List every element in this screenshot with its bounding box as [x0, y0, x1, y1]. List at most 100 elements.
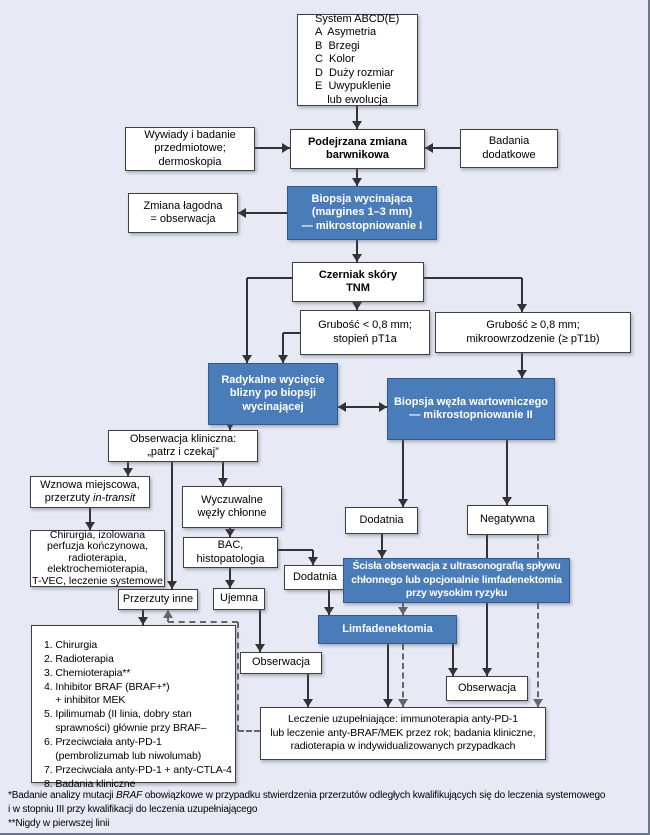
connector-arrowhead: [324, 607, 334, 615]
connector-arrowhead: [425, 143, 433, 153]
connector-arrowhead: [517, 304, 527, 312]
node-wywiady-label: Wywiady i badanie przedmiotowe; dermosko…: [144, 128, 236, 168]
node-biopsja-wezla-label: Biopsja węzła wartowniczego — mikrostopn…: [393, 395, 549, 421]
connector-arrowhead: [303, 699, 313, 707]
node-bac-histopatologia-label: BAC, histopatologia: [196, 539, 265, 565]
treatment-list-item-2: 2. Radioterapia: [44, 652, 114, 665]
connector-arrowhead: [85, 522, 95, 530]
connector-line: [246, 278, 248, 363]
node-grubosc-ge08-label: Grubość ≥ 0,8 mm; mikroowrzodzenie (≥ pT…: [466, 319, 600, 345]
connector-arrowhead: [225, 529, 235, 537]
connector-arrowhead: [398, 699, 408, 707]
footnote-1-suffix: obowiązkowe w przypadku stwierdzenia prz…: [142, 790, 606, 801]
node-przerzuty-inne-label: Przerzuty inne: [122, 592, 194, 605]
node-negatywna-snb: Negatywna: [467, 505, 548, 535]
connector-line: [307, 674, 309, 707]
node-system-abcde-label: System ABCD(E) A Asymetria B Brzegi C Ko…: [315, 13, 400, 106]
connector-arrowhead: [383, 699, 393, 707]
connector-dashed-line: [537, 603, 539, 707]
connector-arrowhead: [352, 178, 362, 186]
connector-line: [506, 440, 508, 505]
node-ujemna-bac-label: Ujemna: [220, 592, 258, 605]
node-czerniak-tnm-label: Czerniak skóry TNM: [318, 268, 398, 294]
node-badania-dodatkowe-label: Badania dodatkowe: [482, 135, 536, 161]
treatment-list-item-4: 4. Inhibitor BRAF (BRAF+*) + inhibitor M…: [44, 680, 170, 707]
connector-arrowhead: [398, 607, 408, 615]
footnote-1-prefix: *Badanie analizy mutacji: [8, 790, 116, 801]
connector-dashed-line: [168, 621, 238, 623]
connector-arrowhead: [448, 668, 458, 676]
connector-line: [381, 534, 383, 558]
connector-line: [171, 462, 173, 589]
connector-line: [356, 168, 358, 186]
node-badania-dodatkowe: Badania dodatkowe: [460, 129, 558, 168]
connector-arrowhead: [218, 478, 228, 486]
connector-line: [278, 549, 313, 551]
connector-arrowhead: [517, 370, 527, 378]
node-biopsja-wycinajaca: Biopsja wycinająca (margines 1–3 mm) — m…: [287, 186, 437, 240]
node-obserwacja-kliniczna-label: Obserwacja kliniczna: „patrz i czekaj”: [129, 432, 237, 458]
connector-line: [282, 333, 284, 363]
node-biopsja-wezla: Biopsja węzła wartowniczego — mikrostopn…: [387, 378, 555, 440]
node-biopsja-wycinajaca-label: Biopsja wycinająca (margines 1–3 mm) — m…: [301, 192, 423, 232]
node-zmiana-lagodna: Zmiana łagodna = obserwacja: [128, 193, 238, 233]
node-obserwacja-kliniczna: Obserwacja kliniczna: „patrz i czekaj”: [108, 430, 258, 462]
node-dodatnia-snb-label: Dodatnia: [359, 513, 404, 526]
node-wyczuwalne-wezly: Wyczuwalne węzły chłonne: [182, 486, 282, 528]
connector-line: [259, 610, 261, 652]
connector-arrowhead: [225, 580, 235, 588]
node-wyczuwalne-wezly-label: Wyczuwalne węzły chłonne: [197, 493, 267, 519]
node-chirurgia-perfuzja: Chirurgia, izolowana perfuzja kończynowa…: [30, 528, 165, 587]
node-obserwacja-po-ujemnej-label: Obserwacja: [251, 656, 311, 669]
footnote-line-3: **Nigdy w pierwszej linii: [8, 817, 110, 829]
connector-line: [338, 406, 387, 408]
node-czerniak-tnm: Czerniak skóry TNM: [292, 262, 424, 302]
connector-arrowhead: [352, 121, 362, 129]
connector-line: [521, 278, 523, 312]
wznowa-line2-prefix: przerzuty: [44, 492, 94, 504]
connector-arrowhead: [482, 668, 492, 676]
connector-arrowhead: [377, 550, 387, 558]
treatment-list-item-1: 1. Chirurgia: [44, 639, 98, 651]
connector-line: [255, 147, 290, 149]
node-ujemna-bac: Ujemna: [213, 588, 265, 610]
node-przerzuty-inne: Przerzuty inne: [118, 589, 198, 610]
treatment-list-item-5: 5. Ipilimumab (II linia, dobry stan spra…: [44, 708, 207, 735]
treatment-list-item-8: 8. Badania kliniczne: [44, 777, 136, 790]
footnote-line-1: *Badanie analizy mutacji BRAF obowiązkow…: [8, 789, 646, 803]
connector-line: [328, 590, 330, 615]
node-leczenie-uzupelniajace-label: Leczenie uzupełniające: immunoterapia an…: [270, 713, 536, 753]
wznowa-line1: Wznowa miejscowa,: [40, 478, 140, 491]
node-scisla-obserwacja: Ścisła obserwacja z ultrasonografią spły…: [343, 558, 570, 603]
connector-line: [425, 147, 460, 149]
connector-arrowhead: [167, 581, 177, 589]
node-scisla-obserwacja-label: Ścisła obserwacja z ultrasonografią spły…: [351, 560, 562, 600]
connector-line: [238, 212, 287, 214]
node-dodatnia-snb: Dodatnia: [345, 507, 418, 534]
treatment-list-item-7: 7. Przeciwciała anty-PD-1 + anty-CTLA-4: [44, 763, 232, 776]
node-limfadenektomia-label: Limfadenektomia: [342, 622, 433, 635]
connector-arrowhead: [308, 557, 318, 565]
wznowa-line2-italic: in-transit: [93, 492, 136, 504]
connector-line: [521, 353, 523, 378]
node-grubosc-ge08: Grubość ≥ 0,8 mm; mikroowrzodzenie (≥ pT…: [435, 312, 631, 353]
connector-arrowhead: [138, 617, 148, 625]
treatment-list-item-3: 3. Chemioterapia**: [44, 666, 131, 679]
node-zmiana-lagodna-label: Zmiana łagodna = obserwacja: [143, 199, 223, 225]
connector-line: [222, 462, 224, 486]
connector-line: [486, 535, 488, 558]
node-leczenie-uzupelniajace: Leczenie uzupełniające: immunoterapia an…: [260, 707, 546, 760]
connector-dashed-line: [537, 535, 539, 558]
connector-line: [486, 603, 488, 676]
node-wywiady: Wywiady i badanie przedmiotowe; dermosko…: [125, 127, 255, 171]
connector-arrowhead: [502, 497, 512, 505]
connector-line: [283, 332, 300, 334]
connector-line: [424, 277, 522, 279]
node-grubosc-lt08: Grubość < 0,8 mm; stopień pT1a: [300, 310, 430, 355]
node-radykalne-wyciecie-label: Radykalne wycięcie blizny po biopsji wyc…: [221, 373, 325, 413]
node-wznowa-miejscowa-label: Wznowa miejscowa,przerzuty in-transit: [40, 479, 140, 506]
connector-arrowhead: [163, 610, 173, 618]
connector-arrowhead: [352, 254, 362, 262]
node-chirurgia-perfuzja-label: Chirurgia, izolowana perfuzja kończynowa…: [32, 528, 163, 587]
